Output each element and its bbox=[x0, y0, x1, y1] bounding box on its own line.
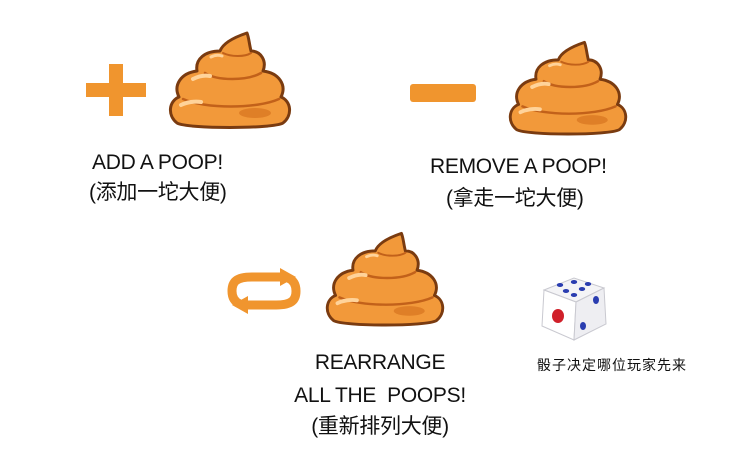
rearrange-title-line2: ALL THE POOPS! bbox=[294, 384, 466, 407]
rearrange-title-line1: REARRANGE bbox=[314, 351, 446, 374]
dice-caption: 骰子决定哪位玩家先来 bbox=[537, 358, 687, 374]
dice-icon bbox=[536, 274, 610, 344]
poop-icon bbox=[505, 38, 631, 136]
poop-icon bbox=[322, 228, 448, 328]
rearrange-subtitle: (重新排列大便) bbox=[311, 415, 449, 438]
plus-icon bbox=[86, 64, 146, 116]
minus-icon bbox=[410, 84, 476, 102]
remove-poop-title: REMOVE A POOP! bbox=[430, 155, 607, 178]
remove-poop-subtitle: (拿走一坨大便) bbox=[446, 187, 584, 210]
swap-arrows-icon bbox=[222, 268, 306, 314]
poop-icon bbox=[165, 28, 295, 130]
add-poop-title: ADD A POOP! bbox=[92, 151, 223, 174]
add-poop-subtitle: (添加一坨大便) bbox=[89, 181, 227, 204]
